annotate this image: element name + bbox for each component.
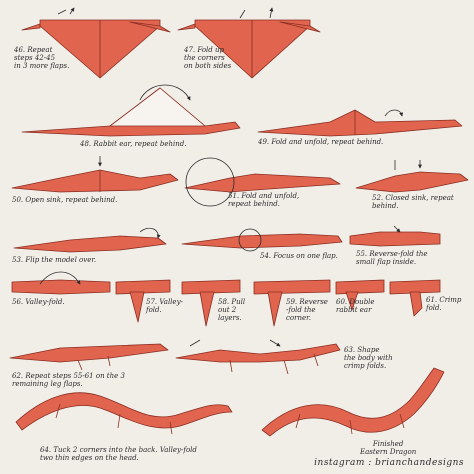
step-52-figure	[355, 160, 469, 193]
step-60-label: 60. Double rabbit ear	[336, 298, 375, 314]
step-54-figure	[181, 228, 343, 252]
step-55-figure	[349, 225, 441, 247]
step-51-label: 51. Fold and unfold, repeat behind.	[228, 192, 300, 208]
step-52-label: 52. Closed sink, repeat behind.	[372, 194, 454, 210]
step-50-label: 50. Open sink, repeat behind.	[12, 196, 118, 204]
step-58-figure	[181, 279, 241, 327]
step-51-figure	[184, 157, 341, 207]
step-55-label: 55. Reverse-fold the small flap inside.	[356, 250, 428, 266]
step-59-figure	[253, 279, 331, 327]
step-58-label: 58. Pull out 2 layers.	[218, 298, 246, 322]
step-53-figure	[13, 227, 167, 253]
step-62-label: 62. Repeat steps 55-61 on the 3 remainin…	[12, 372, 125, 388]
step-56-figure	[11, 271, 111, 295]
step-63-label: 63. Shape the body with crimp folds.	[344, 346, 393, 370]
step-63-figure	[175, 339, 341, 375]
step-57-label: 57. Valley- fold.	[146, 298, 183, 314]
step-53-label: 53. Flip the model over.	[12, 256, 97, 264]
step-46-label: 46. Repeat steps 42-45 in 3 more flaps.	[14, 46, 70, 70]
step-49-label: 49. Fold and unfold, repeat behind.	[258, 138, 384, 146]
step-48-figure	[21, 84, 241, 137]
finished-dragon-figure	[261, 367, 445, 437]
step-56-label: 56. Valley-fold.	[12, 298, 65, 306]
step-48-label: 48. Rabbit ear, repeat behind.	[80, 140, 187, 148]
step-61-label: 61. Crimp fold.	[426, 296, 462, 312]
instagram-credit: instagram : brianchandesigns	[314, 458, 464, 468]
step-54-label: 54. Focus on one flap.	[260, 252, 338, 260]
step-59-label: 59. Reverse -fold the corner.	[286, 298, 328, 322]
finished-caption: Finished Eastern Dragon	[360, 440, 417, 456]
step-61-figure	[389, 279, 441, 317]
step-47-label: 47. Fold up the corners on both sides	[184, 46, 232, 70]
step-60-figure	[335, 279, 385, 311]
step-47-figure	[177, 8, 321, 79]
step-62-figure	[9, 343, 169, 371]
step-46-figure	[21, 8, 171, 79]
step-57-figure	[115, 279, 171, 323]
step-64-figure	[15, 392, 233, 435]
step-50-figure	[11, 156, 179, 193]
step-64-label: 64. Tuck 2 corners into the back. Valley…	[40, 446, 197, 462]
step-49-figure	[257, 109, 463, 137]
